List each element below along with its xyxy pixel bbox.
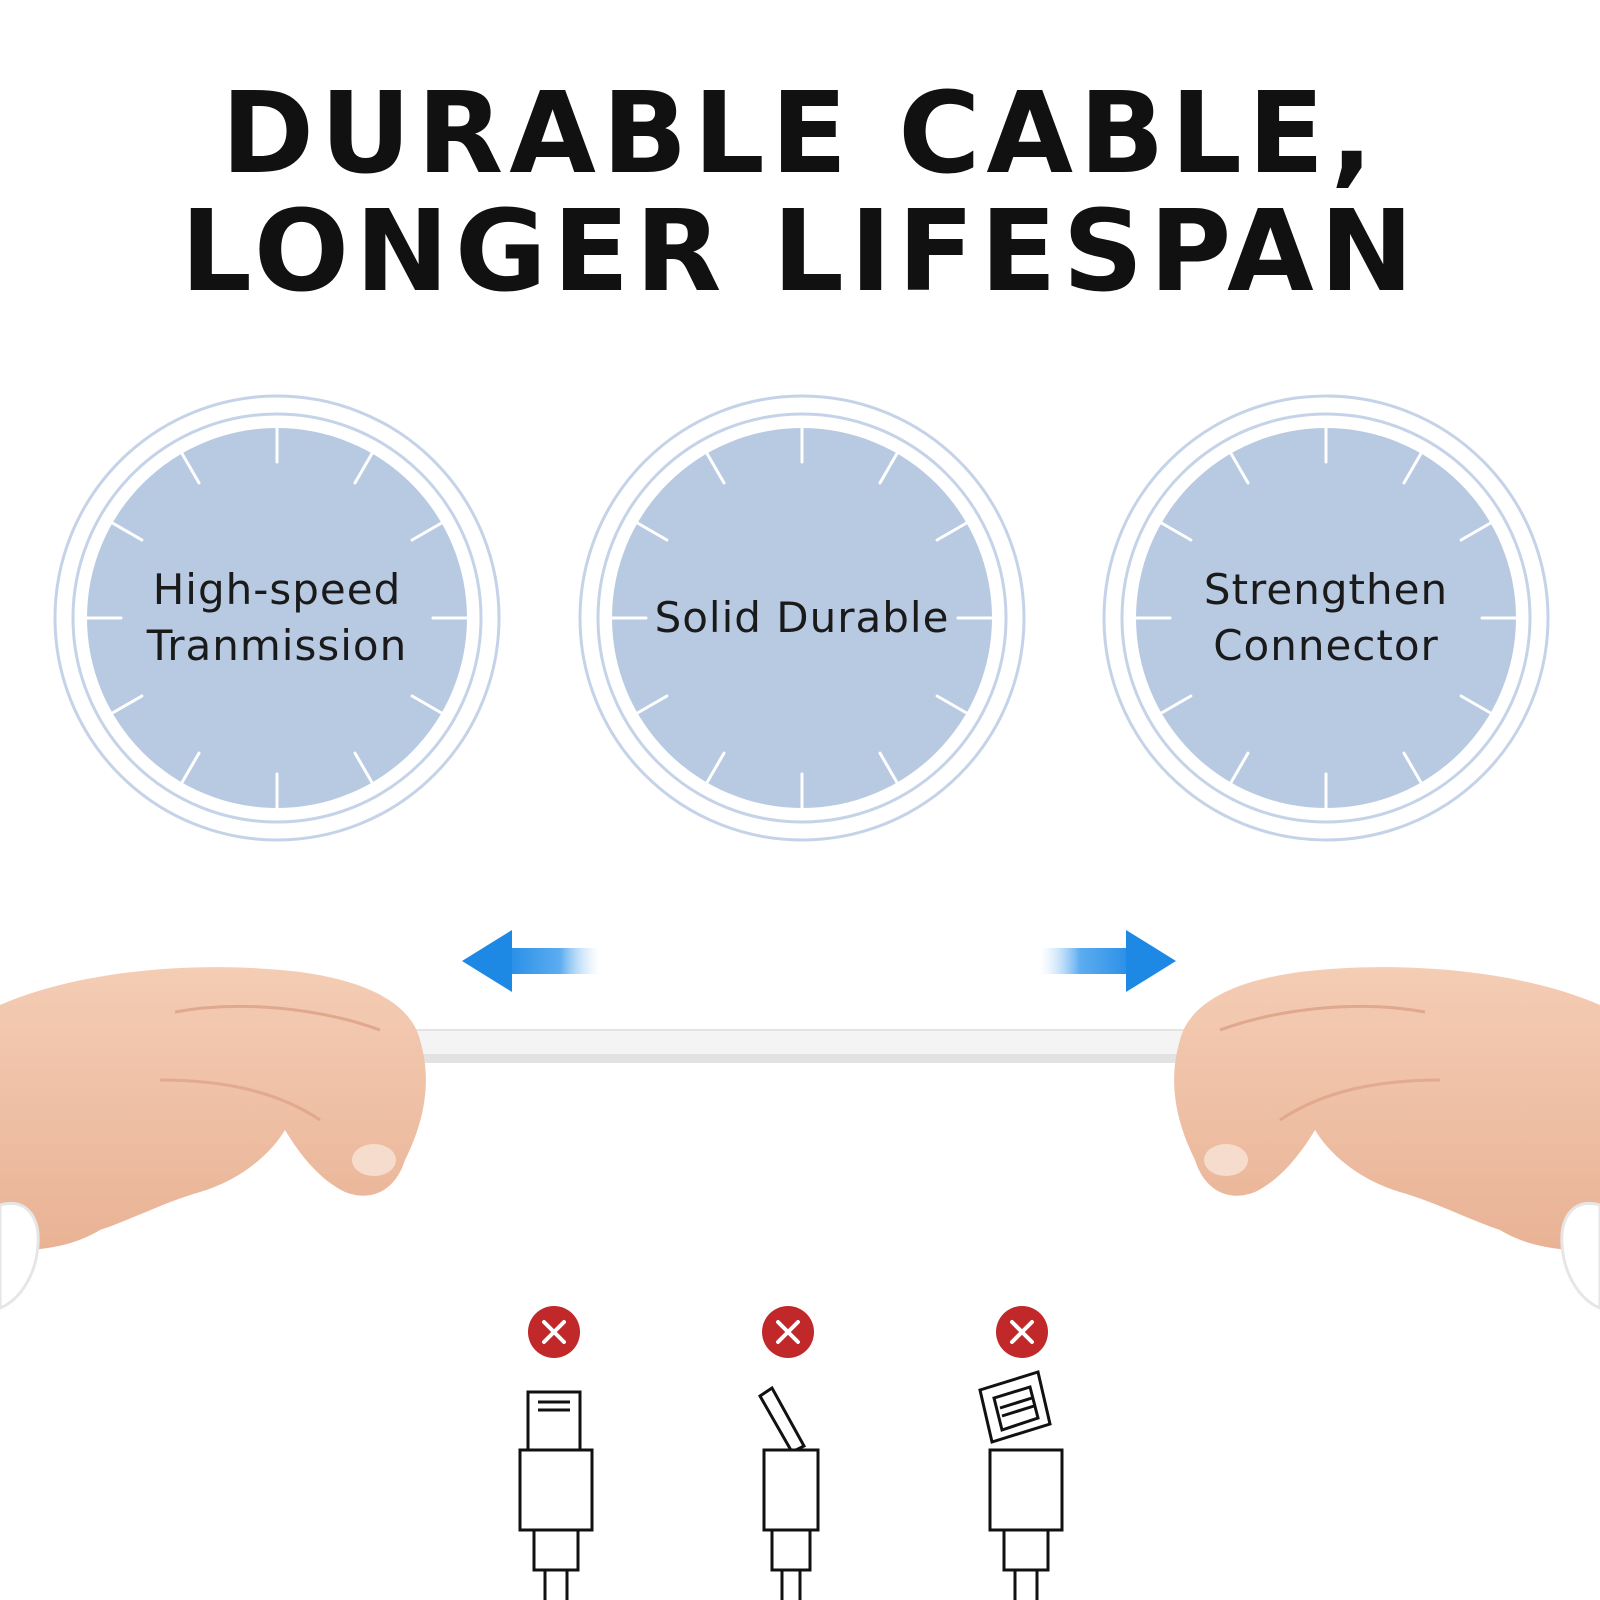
dial-tick: [180, 451, 201, 485]
dial-graphic: [1102, 394, 1550, 842]
feature-label: Solid Durable: [576, 392, 1028, 844]
right-hand: [1174, 967, 1600, 1310]
cable-stretch-illustration: [0, 930, 1600, 1310]
cable: [379, 1029, 1221, 1063]
dial-tick: [1229, 751, 1250, 785]
dial-face: [87, 428, 467, 808]
dial-tick: [1402, 751, 1423, 785]
detached-connector-icon: [978, 1370, 1064, 1600]
headline-line-1: DURABLE CABLE,: [221, 69, 1379, 199]
dial-tick: [1459, 521, 1493, 542]
dial-tick: [878, 751, 899, 785]
bent-connector-icon: [758, 1385, 820, 1600]
dial-graphic: [53, 394, 501, 842]
headline-line-2: LONGER LIFESPAN: [180, 187, 1420, 317]
lightning-connector-icon: [518, 1390, 594, 1600]
dial-tick: [353, 451, 374, 485]
feature-dial-high-speed: High-speed Tranmission: [51, 392, 503, 844]
dial-graphic: [578, 394, 1026, 842]
feature-label: Strengthen Connector: [1100, 392, 1552, 844]
left-hand: [0, 967, 426, 1310]
dial-tick: [410, 694, 444, 715]
dial-inner-ring: [71, 412, 483, 824]
feature-label-line-1: High-speed: [152, 565, 402, 614]
dial-tick: [180, 751, 201, 785]
dial-inner-ring: [1120, 412, 1532, 824]
dial-face: [612, 428, 992, 808]
feature-label-line-1: Solid Durable: [654, 593, 950, 642]
feature-dial-solid-durable: Solid Durable: [576, 392, 1028, 844]
dial-tick: [110, 694, 144, 715]
dial-tick: [1159, 521, 1193, 542]
dial-tick: [705, 751, 726, 785]
dial-tick: [635, 694, 669, 715]
dial-outer-ring: [1102, 394, 1550, 842]
dial-tick: [1229, 451, 1250, 485]
dial-tick: [935, 521, 969, 542]
dial-tick: [353, 751, 374, 785]
feature-label-line-1: Strengthen: [1203, 565, 1449, 614]
x-circle-icon: [996, 1306, 1048, 1358]
feature-label-line-2: Tranmission: [146, 621, 408, 670]
dial-tick: [635, 521, 669, 542]
arrow-left-icon: [462, 930, 600, 992]
dial-tick: [935, 694, 969, 715]
connector-failure-icons: [518, 1306, 1064, 1600]
feature-label: High-speed Tranmission: [51, 392, 503, 844]
dial-outer-ring: [578, 394, 1026, 842]
feature-dial-strengthen-connector: Strengthen Connector: [1100, 392, 1552, 844]
dial-tick: [410, 521, 444, 542]
x-circle-icon: [762, 1306, 814, 1358]
dial-tick: [878, 451, 899, 485]
feature-label-line-2: Connector: [1213, 621, 1439, 670]
arrow-right-icon: [1040, 930, 1176, 992]
dial-tick: [1402, 451, 1423, 485]
dial-tick: [110, 521, 144, 542]
dial-inner-ring: [596, 412, 1008, 824]
x-circle-icon: [528, 1306, 580, 1358]
dial-tick: [1159, 694, 1193, 715]
dial-outer-ring: [53, 394, 501, 842]
dial-tick: [705, 451, 726, 485]
dial-tick: [1459, 694, 1493, 715]
dial-face: [1136, 428, 1516, 808]
